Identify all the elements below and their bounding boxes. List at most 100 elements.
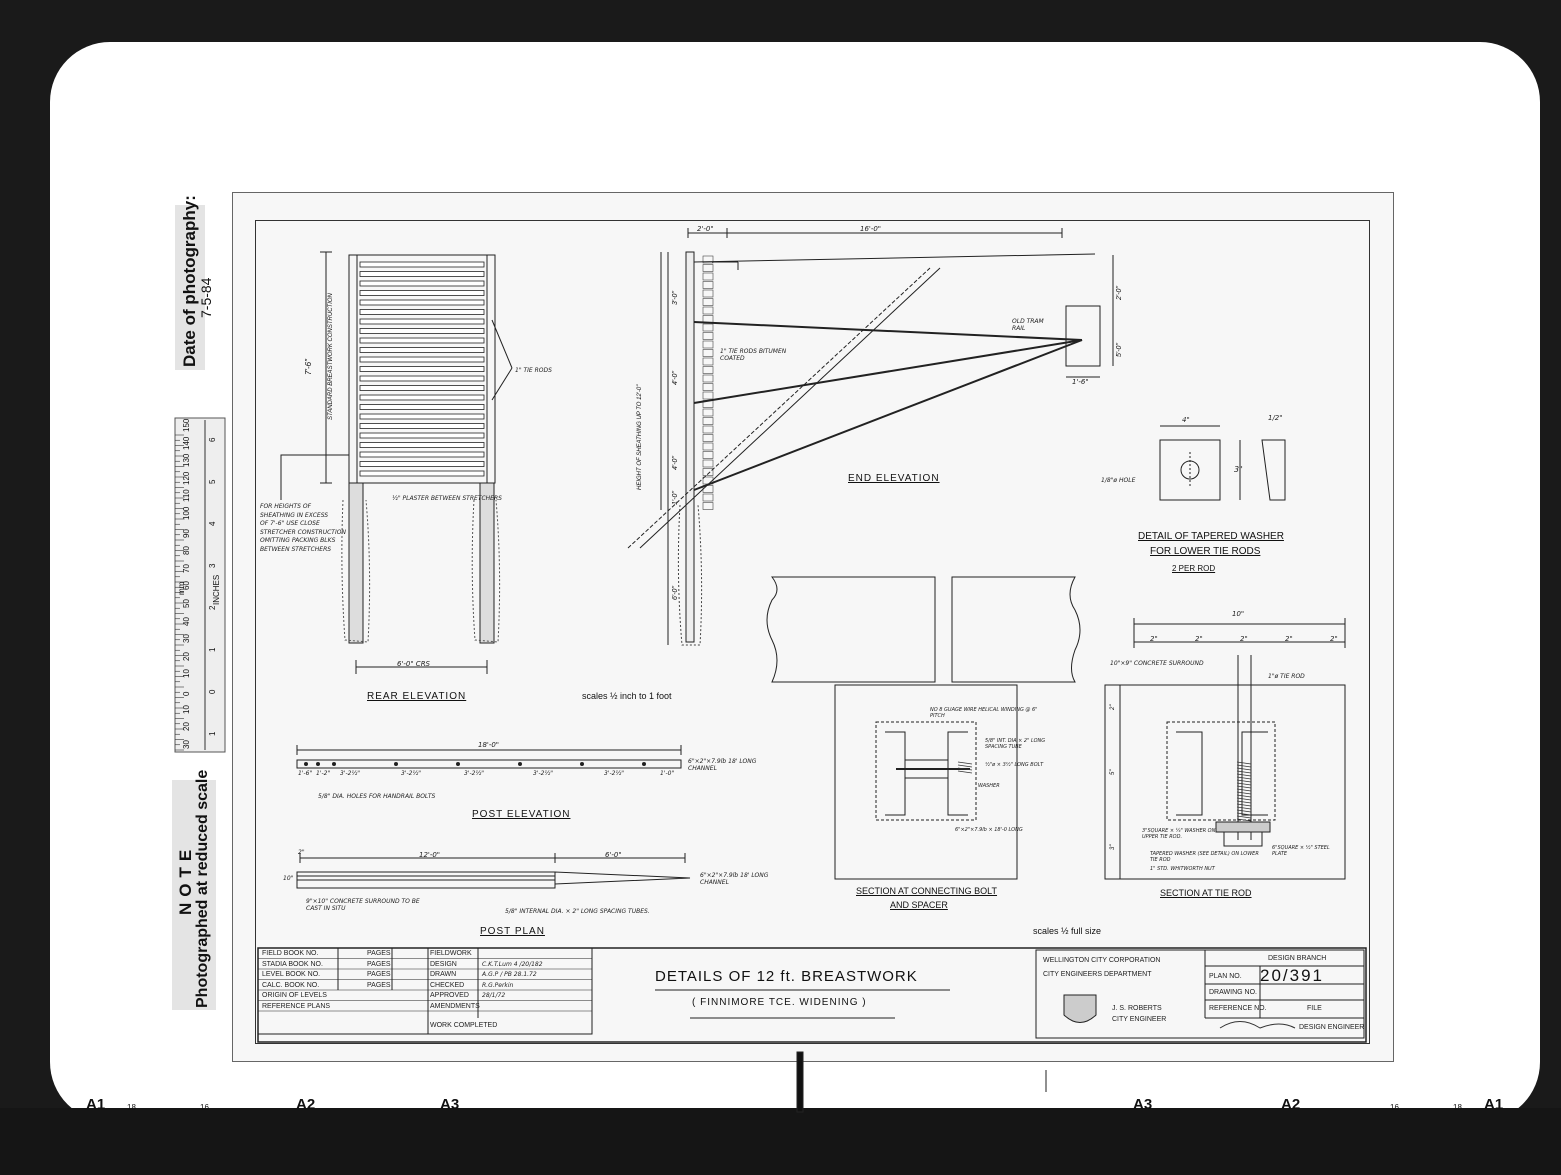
plan-no: 20/391	[1260, 966, 1324, 985]
ruler-inch-tick: 2	[208, 605, 217, 610]
tie-plate: 6"SQUARE × ½" STEEL PLATE	[1272, 845, 1330, 857]
ruler-mm-tick: 120	[182, 471, 191, 485]
ruler-inch-tick: 5	[208, 479, 217, 484]
design-engineer: DESIGN ENGINEER	[1299, 1024, 1365, 1031]
ruler-mm-tick: 50	[182, 599, 191, 608]
ruler-inch-tick: 1	[208, 731, 217, 736]
tie-spacing: 2"	[1240, 635, 1248, 643]
scales-half-full: scales ½ full size	[1033, 926, 1102, 936]
tb-book-label: REFERENCE PLANS	[262, 1002, 331, 1010]
tie-spacing: 2"	[1195, 635, 1203, 643]
bolt-tube: 5/8" INT. DIA × 2" LONG SPACING TUBE	[985, 738, 1046, 750]
corp: WELLINGTON CITY CORPORATION	[1043, 957, 1161, 964]
end-dim-top-b: 16'-0"	[860, 225, 882, 233]
washer-dim-t: 1/2"	[1268, 414, 1283, 422]
ruler-mm-tick: 30	[182, 739, 191, 749]
tb-book-label: CALC. BOOK NO.	[262, 981, 320, 989]
tie-surround: 10"×9" CONCRETE SURROUND	[1110, 660, 1204, 667]
date-value: 7-5-84	[198, 277, 214, 318]
plan-dim-6: 6'-0"	[605, 851, 622, 859]
main-title: DETAILS OF 12 ft. BREASTWORK	[655, 968, 918, 985]
plan-no-label: PLAN NO.	[1209, 973, 1242, 980]
end-dim-3: 3'-0"	[672, 291, 679, 305]
end-dim-6: 6'-0"	[672, 586, 679, 600]
tb-book-label: FIELD BOOK NO.	[262, 950, 319, 957]
tie-nut-note: 1" STD. WHITWORTH NUT	[1150, 866, 1215, 872]
heights-note-line: BETWEEN STRETCHERS	[260, 546, 332, 553]
bolt-bolt: ½"ø × 3½" LONG BOLT	[985, 762, 1044, 768]
tb-role-label: DESIGN	[430, 960, 457, 968]
tb-book-label: STADIA BOOK NO.	[262, 960, 323, 968]
tie-dim-10: 10"	[1232, 610, 1245, 618]
date-label-box	[175, 205, 205, 370]
heights-note-line: OMITTING PACKING BLKS	[260, 537, 336, 545]
ruler-mm-tick: 30	[182, 634, 191, 644]
tie-rod-thread	[1236, 761, 1252, 822]
rear-note-std: STANDARD BREASTWORK CONSTRUCTION	[328, 293, 334, 420]
drawing-no-label: DRAWING NO.	[1209, 989, 1257, 996]
film-marker: 16	[1390, 1103, 1399, 1112]
tie-spacing: 2"	[1330, 635, 1338, 643]
tb-pages-label: PAGES	[367, 950, 391, 957]
washer-title-1: DETAIL OF TAPERED WASHER	[1138, 531, 1284, 542]
ruler-mm-tick: 10	[182, 669, 191, 679]
rear-elevation-title: REAR ELEVATION	[367, 691, 467, 702]
tb-signature: A.G.P / PB 28.1.72	[482, 971, 537, 978]
end-elevation-title: END ELEVATION	[848, 473, 940, 484]
film-marker: 18	[127, 1103, 136, 1112]
tb-role-label: CHECKED	[430, 981, 465, 989]
washer-sub: 2 PER ROD	[1172, 564, 1216, 573]
washer-dim-w: 4"	[1182, 416, 1190, 424]
rear-plaster: ½" PLASTER BETWEEN STRETCHERS	[392, 495, 502, 502]
dept: CITY ENGINEERS DEPARTMENT	[1043, 971, 1152, 978]
ruler-mm-tick: 70	[182, 563, 191, 573]
film-marker: A1	[86, 1096, 106, 1113]
ruler-mm-tick: 80	[182, 546, 191, 556]
post-plan-title: POST PLAN	[480, 926, 545, 937]
ruler-mm-tick: 60	[182, 581, 191, 591]
tb-signature: C.K.T.Lum 4 /20/182	[482, 960, 543, 968]
end-dim-4a: 4'-0"	[672, 371, 679, 385]
note-box	[172, 780, 216, 1010]
film-marker: A2	[1281, 1096, 1301, 1113]
ruler-mm-tick: 140	[182, 436, 191, 450]
drawing-border	[255, 220, 1370, 1044]
end-rail: OLD TRAM RAIL	[1012, 318, 1044, 332]
drawing-sheet	[232, 192, 1394, 1062]
rear-dim-height: 7'-6"	[304, 359, 313, 375]
heights-note-line: OF 7'-6" USE CLOSE	[260, 520, 320, 528]
rear-dim-crs: 6'-0" CRS	[397, 660, 430, 668]
scale-ruler	[174, 417, 226, 753]
tie-spacing: 2"	[1285, 635, 1293, 643]
film-marker: 18	[1453, 1103, 1462, 1112]
ruler-mm-tick: 0	[182, 691, 191, 696]
design-branch: DESIGN BRANCH	[1268, 955, 1327, 962]
tb-role-label: DRAWN	[430, 971, 457, 978]
washer-hole: 1/8"ø HOLE	[1101, 477, 1136, 484]
end-dim-16: 1'-6"	[1072, 378, 1089, 386]
tie-spacing: 2"	[1150, 635, 1158, 643]
stretcher-lines	[359, 261, 485, 477]
film-edge	[0, 1108, 1561, 1175]
tie-washer-note: 3"SQUARE × ¼" WASHER ON UPPER TIE ROD.	[1142, 828, 1216, 840]
end-dim-top-a: 2'-0"	[697, 225, 714, 233]
plan-channel: 6"×2"×7.9lb 18' LONG CHANNEL	[700, 872, 769, 886]
post-holes: 5/8" DIA. HOLES FOR HANDRAIL BOLTS	[318, 793, 436, 800]
packer-blocks	[702, 255, 714, 510]
plan-dim-10: 10"	[283, 875, 294, 882]
ruler-mm-tick: 10	[182, 704, 191, 714]
ruler-inches-label: INCHES	[212, 574, 221, 605]
post-spacing: 1'-6"	[298, 770, 313, 777]
bolt-title-1: SECTION AT CONNECTING BOLT	[856, 886, 998, 896]
ruler-inch-tick: 6	[208, 437, 217, 442]
scales-half-inch: scales ½ inch to 1 foot	[582, 691, 672, 701]
end-height-note: HEIGHT OF SHEATHING UP TO 12'-0"	[637, 384, 643, 490]
tb-signature: 28/1/72	[482, 992, 506, 999]
note-title: NOTE	[176, 843, 195, 915]
end-tie-rod-note: 1" TIE RODS BITUMEN COATED	[720, 348, 787, 362]
ruler-inch-tick: 0	[208, 689, 217, 694]
post-spacing: 3'-2½"	[604, 770, 625, 777]
plan-dim-2: 2"	[298, 849, 305, 856]
tb-book-label: LEVEL BOOK NO.	[262, 971, 321, 978]
